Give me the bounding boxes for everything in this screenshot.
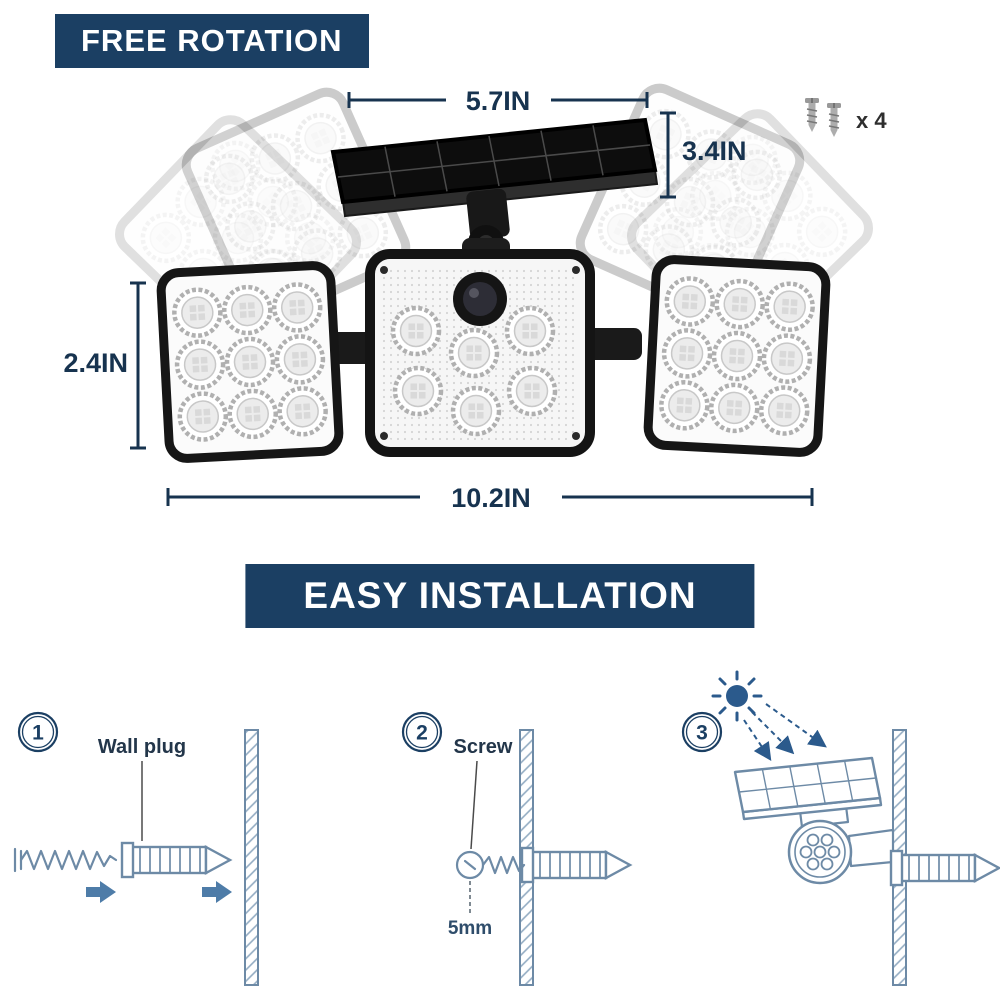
- product-illustration: 5.7IN 3.4IN 2.4IN 10.2IN x 4: [63, 0, 887, 513]
- installation-steps: 1 Wall plug 2 Screw 5mm: [13, 670, 1000, 986]
- center-light-head: [365, 249, 595, 457]
- right-arrow-icon: [86, 881, 116, 903]
- solar-panel-grid: [337, 125, 651, 197]
- dimension-label-panel-height: 3.4IN: [682, 136, 747, 166]
- sunlight-arrows: [743, 703, 827, 761]
- wall-section-1: [244, 729, 259, 986]
- screw-pointer-line: [470, 760, 478, 850]
- led-dots: [799, 833, 841, 871]
- motion-sensor: [453, 272, 507, 326]
- step-1-number-badge: 1: [17, 711, 59, 753]
- screws-count-label: x 4: [856, 108, 887, 133]
- screws-included: x 4: [804, 97, 887, 138]
- dimension-solar-panel-width: 5.7IN: [347, 86, 649, 116]
- dimension-total-width: 10.2IN: [166, 483, 814, 513]
- step-2: 2 Screw 5mm: [401, 711, 632, 986]
- step-1: 1 Wall plug: [13, 711, 259, 986]
- step-3: 3: [681, 670, 1000, 986]
- step-3-number-badge: 3: [681, 711, 723, 753]
- right-light-head: [647, 259, 827, 454]
- dimension-solar-panel-height: 3.4IN: [660, 111, 747, 199]
- dimension-side-head-height: 2.4IN: [63, 281, 146, 450]
- dimension-label-panel-width: 5.7IN: [466, 86, 531, 116]
- left-light-head: [160, 265, 340, 460]
- step-2-number-badge: 2: [401, 711, 443, 753]
- dimension-label-total-width: 10.2IN: [451, 483, 531, 513]
- depth-label: 5mm: [448, 918, 492, 939]
- step-2-number: 2: [416, 722, 428, 745]
- solar-light-side-view: [733, 756, 895, 885]
- dimension-label-head-height: 2.4IN: [63, 348, 128, 378]
- step-1-number: 1: [32, 722, 44, 745]
- free-rotation-badge: FREE ROTATION: [55, 14, 369, 68]
- right-hinge: [586, 328, 642, 360]
- right-arrow-icon: [202, 881, 232, 903]
- step-1-label: Wall plug: [98, 736, 186, 758]
- step-3-number: 3: [696, 722, 708, 745]
- easy-installation-banner: EASY INSTALLATION: [245, 564, 755, 628]
- step-2-label: Screw: [454, 736, 513, 758]
